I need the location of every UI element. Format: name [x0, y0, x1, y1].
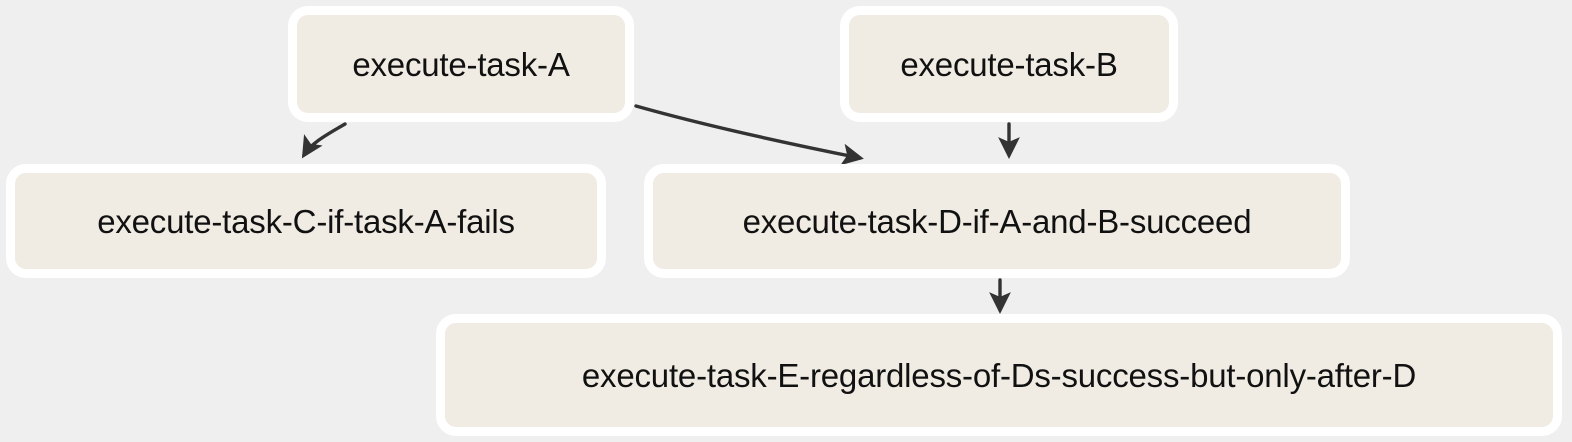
node-execute-task-d[interactable]: execute-task-D-if-A-and-B-succeed: [644, 164, 1350, 278]
node-execute-task-b[interactable]: execute-task-B: [840, 6, 1178, 122]
node-label-d: execute-task-D-if-A-and-B-succeed: [742, 202, 1252, 240]
edge-a-to-d: [634, 104, 864, 166]
edge-a-to-c: [301, 122, 347, 159]
node-label-c: execute-task-C-if-task-A-fails: [97, 202, 515, 240]
node-label-a: execute-task-A: [352, 45, 570, 83]
node-label-b: execute-task-B: [900, 45, 1118, 83]
node-execute-task-c[interactable]: execute-task-C-if-task-A-fails: [6, 164, 606, 278]
node-label-e: execute-task-E-regardless-of-Ds-success-…: [581, 356, 1417, 394]
node-execute-task-a[interactable]: execute-task-A: [288, 6, 634, 122]
node-execute-task-e[interactable]: execute-task-E-regardless-of-Ds-success-…: [436, 314, 1562, 436]
